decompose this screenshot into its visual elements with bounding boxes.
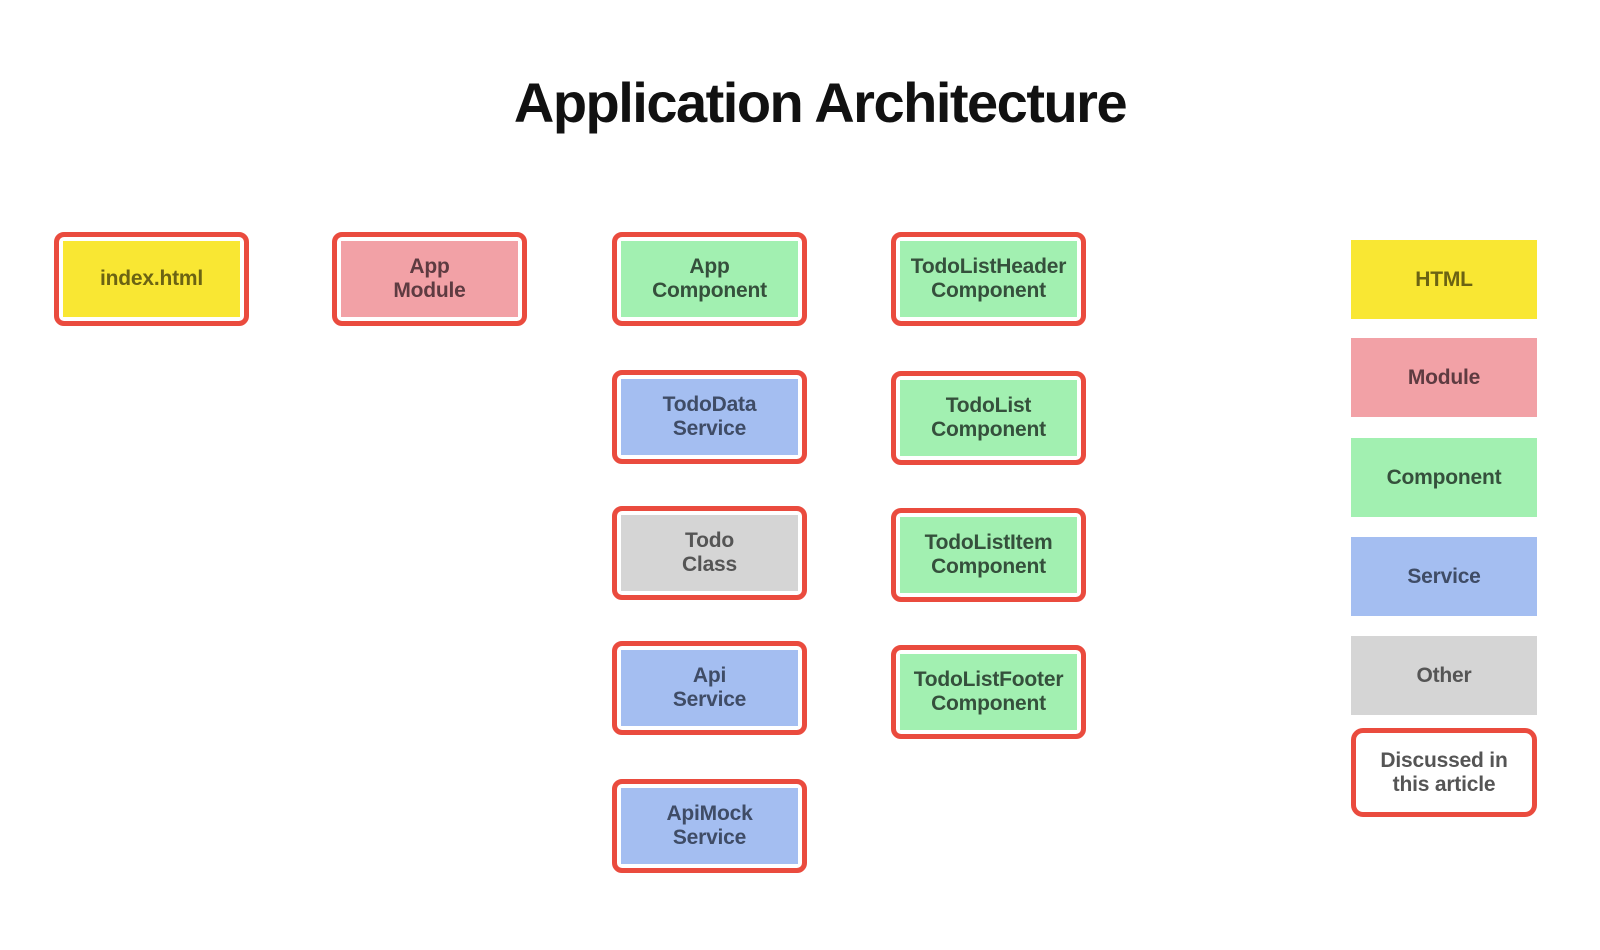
legend-item-component: Component xyxy=(1351,438,1537,517)
node-todolistitem-component: TodoListItem Component xyxy=(891,508,1086,602)
node-label: index.html xyxy=(99,267,203,291)
node-label: App Module xyxy=(393,255,466,302)
page-title: Application Architecture xyxy=(513,71,1128,134)
node-fill: Todo Class xyxy=(621,515,798,591)
node-app-component: App Component xyxy=(612,232,807,326)
node-label: TodoListHeader Component xyxy=(910,255,1067,302)
node-api-service: Api Service xyxy=(612,641,807,735)
node-app-module: App Module xyxy=(332,232,527,326)
node-label: TodoListItem Component xyxy=(924,531,1053,578)
node-label: Api Service xyxy=(672,664,747,711)
legend-label: HTML xyxy=(1415,267,1473,291)
legend-item-service: Service xyxy=(1351,537,1537,616)
node-index-html: index.html xyxy=(54,232,249,326)
legend-label: Other xyxy=(1416,663,1472,687)
legend-item-other: Other xyxy=(1351,636,1537,715)
node-todolistfooter-component: TodoListFooter Component xyxy=(891,645,1086,739)
node-fill: TodoListFooter Component xyxy=(900,654,1077,730)
node-fill: ApiMock Service xyxy=(621,788,798,864)
node-todolistheader-component: TodoListHeader Component xyxy=(891,232,1086,326)
node-fill: App Module xyxy=(341,241,518,317)
legend-label: Discussed in this article xyxy=(1380,748,1508,796)
node-tododata-service: TodoData Service xyxy=(612,370,807,464)
legend-item-discussed-in-article: Discussed in this article xyxy=(1351,728,1537,817)
node-fill: index.html xyxy=(63,241,240,317)
node-todo-class: Todo Class xyxy=(612,506,807,600)
node-label: App Component xyxy=(652,255,767,302)
node-label: Todo Class xyxy=(681,529,738,576)
legend-label: Component xyxy=(1386,465,1502,489)
node-fill: App Component xyxy=(621,241,798,317)
node-apimock-service: ApiMock Service xyxy=(612,779,807,873)
node-label: TodoData Service xyxy=(662,393,757,440)
node-fill: TodoListItem Component xyxy=(900,517,1077,593)
node-fill: TodoData Service xyxy=(621,379,798,455)
node-fill: TodoList Component xyxy=(900,380,1077,456)
legend-label: Service xyxy=(1407,564,1481,588)
node-fill: Api Service xyxy=(621,650,798,726)
node-label: TodoList Component xyxy=(931,394,1046,441)
node-label: TodoListFooter Component xyxy=(913,668,1064,715)
legend-label: Module xyxy=(1407,365,1481,389)
legend-item-module: Module xyxy=(1351,338,1537,417)
legend-item-html: HTML xyxy=(1351,240,1537,319)
node-label: ApiMock Service xyxy=(666,802,753,849)
node-todolist-component: TodoList Component xyxy=(891,371,1086,465)
node-fill: TodoListHeader Component xyxy=(900,241,1077,317)
